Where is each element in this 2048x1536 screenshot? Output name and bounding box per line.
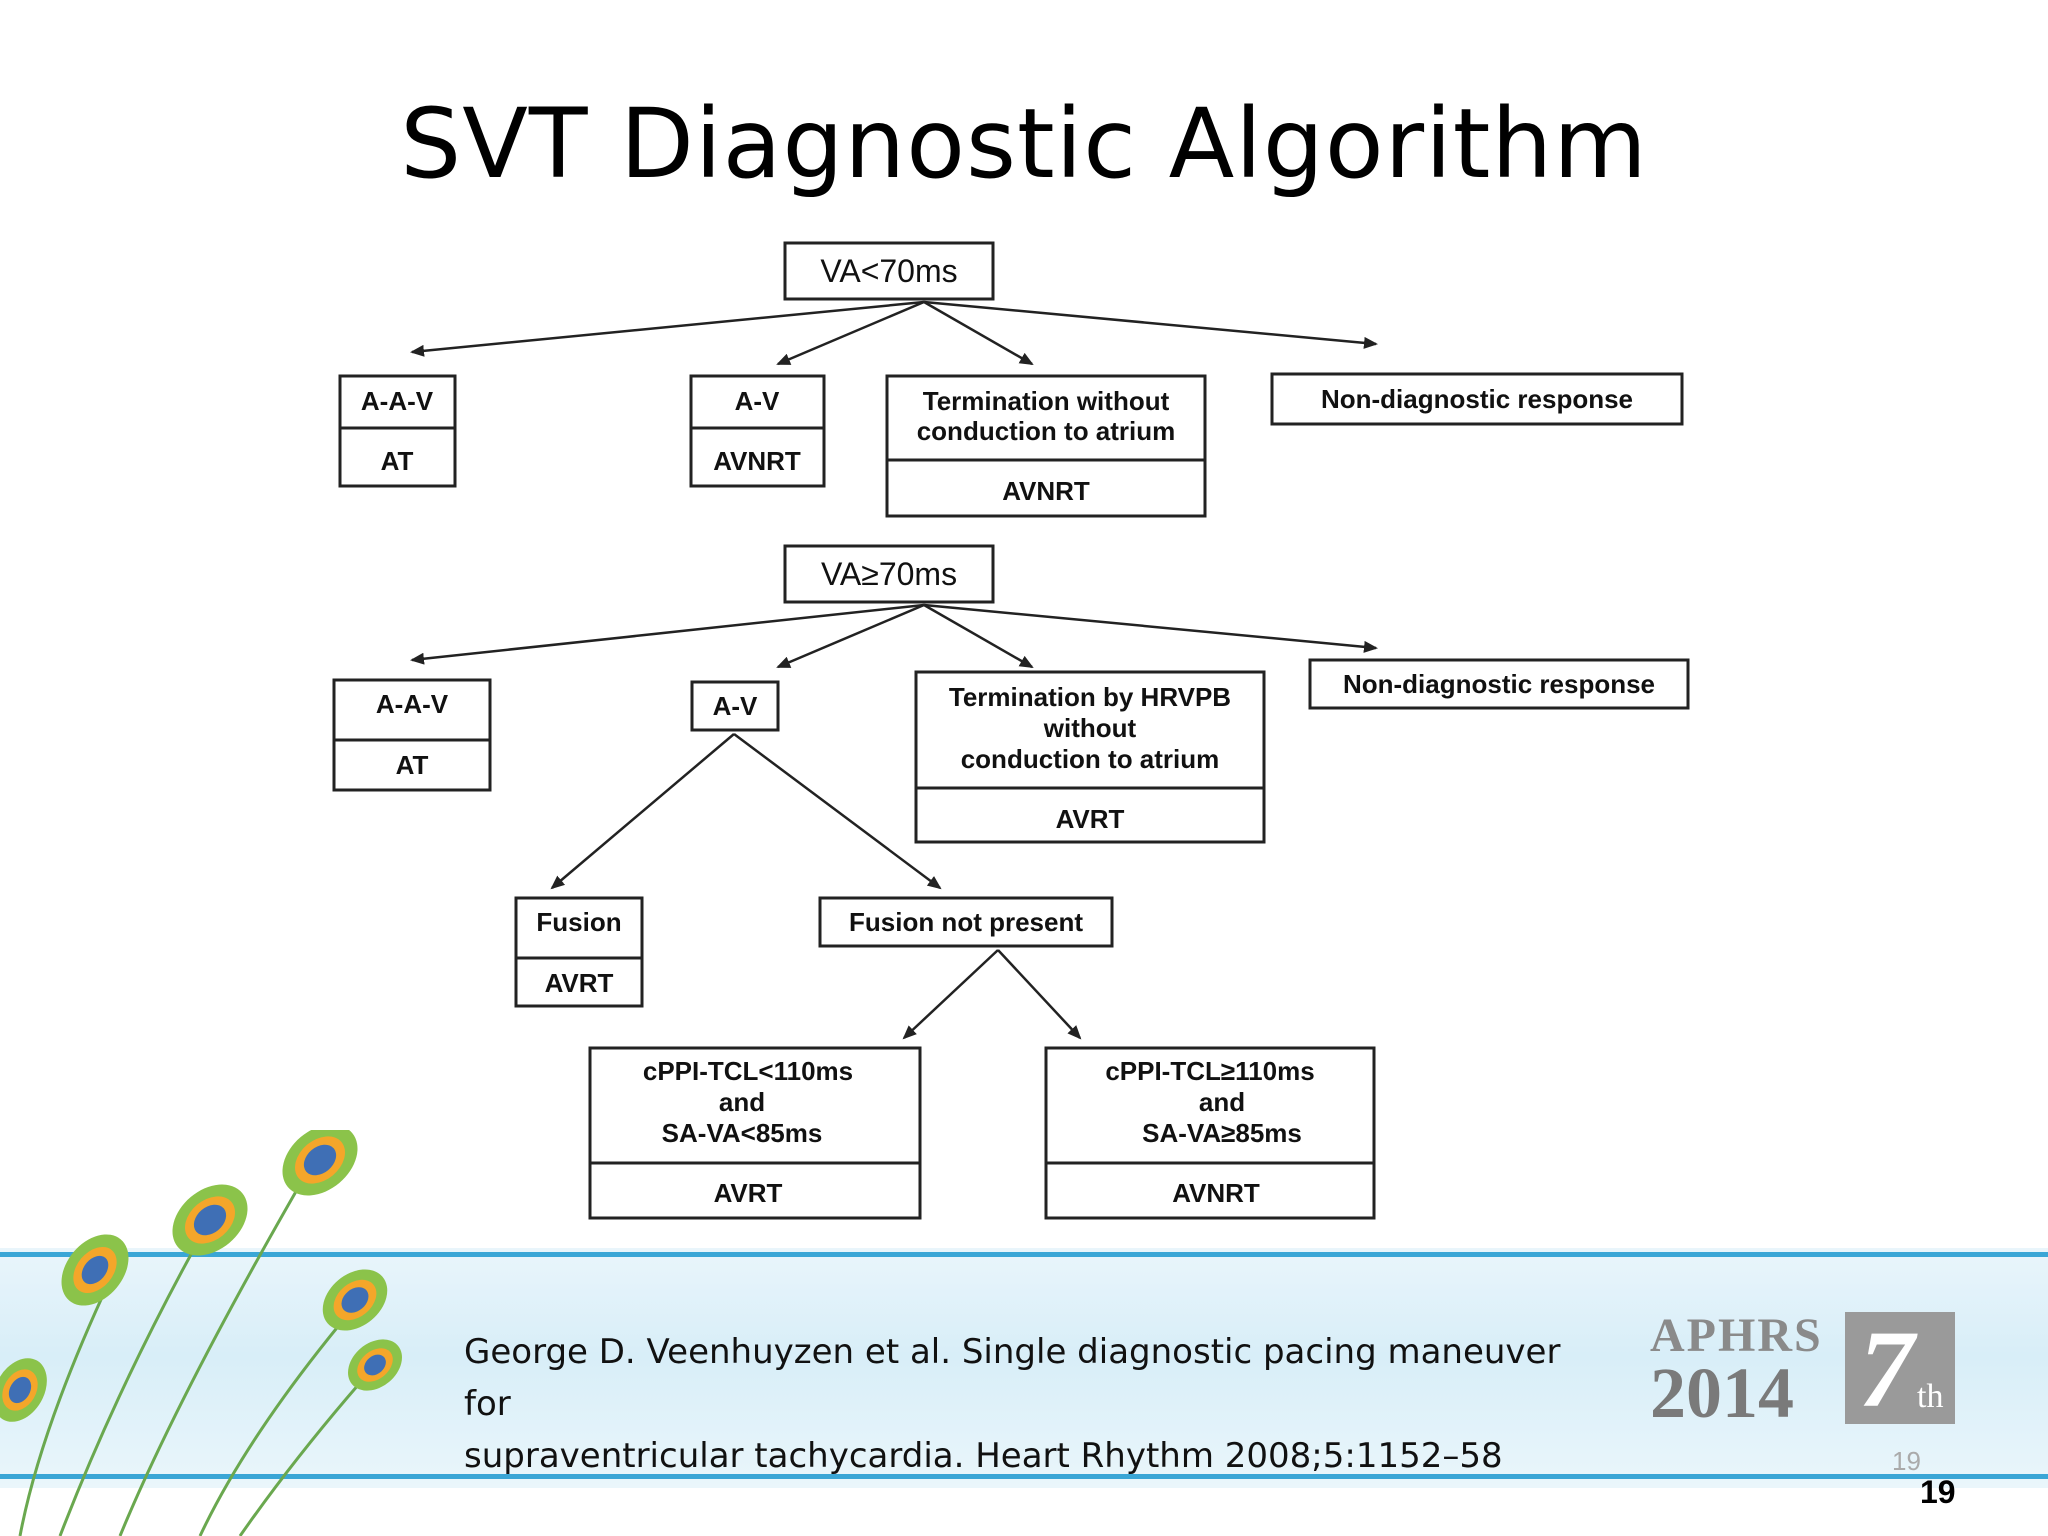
branch1-termination-node: Termination without conduction to atrium… bbox=[885, 374, 1207, 518]
arrow-b1-aav bbox=[410, 300, 925, 357]
logo-edition-box: 7 th bbox=[1845, 1308, 1955, 1430]
cppi-low-line2: and bbox=[719, 1087, 765, 1117]
branch1-aav-node: A-A-V AT bbox=[338, 374, 457, 488]
citation: George D. Veenhuyzen et al. Single diagn… bbox=[464, 1326, 1564, 1482]
branch1-root-label: VA<70ms bbox=[820, 253, 957, 289]
branch2-term-line2: without bbox=[1043, 713, 1137, 743]
branch2-nondiagnostic-node: Non-diagnostic response bbox=[1308, 658, 1690, 710]
cppi-high-line1: cPPI-TCL≥110ms bbox=[1105, 1056, 1314, 1086]
arrow-b2-term bbox=[923, 603, 1034, 669]
arrow-fnp-cppi-low bbox=[902, 949, 999, 1040]
fusion-bottom: AVRT bbox=[545, 968, 614, 998]
fusion-top: Fusion bbox=[536, 907, 621, 937]
cppi-low-line3: SA-VA<85ms bbox=[662, 1118, 823, 1148]
branch1-av-node: A-V AVNRT bbox=[689, 374, 826, 488]
arrow-b2-av bbox=[776, 603, 925, 669]
algorithm-flowchart: VA<70ms A-A-V AT A-V AVNRT Termination w… bbox=[332, 241, 1690, 1220]
branch1-av-bottom: AVNRT bbox=[713, 446, 801, 476]
fusion-not-present-node: Fusion not present bbox=[818, 896, 1114, 948]
branch2-aav-node: A-A-V AT bbox=[332, 678, 492, 792]
branch1-av-top: A-V bbox=[735, 386, 780, 416]
branch1-nondiag-label: Non-diagnostic response bbox=[1321, 384, 1633, 414]
arrow-av-fusion-not bbox=[733, 732, 942, 890]
branch1-aav-bottom: AT bbox=[381, 446, 414, 476]
cppi-low-line1: cPPI-TCL<110ms bbox=[643, 1056, 853, 1086]
citation-line1: George D. Veenhuyzen et al. Single diagn… bbox=[464, 1332, 1561, 1424]
branch2-root-node: VA≥70ms bbox=[783, 544, 995, 604]
cppi-low-bottom: AVRT bbox=[714, 1178, 783, 1208]
fusion-node: Fusion AVRT bbox=[514, 896, 644, 1008]
cppi-high-line2: and bbox=[1199, 1087, 1245, 1117]
branch1-aav-top: A-A-V bbox=[361, 386, 434, 416]
citation-line2: supraventricular tachycardia. Heart Rhyt… bbox=[464, 1436, 1503, 1476]
logo-year: 2014 bbox=[1650, 1353, 1794, 1433]
slide-number-faint: 19 bbox=[1892, 1446, 1921, 1476]
cppi-high-line3: SA-VA≥85ms bbox=[1142, 1118, 1302, 1148]
branch2-nondiag-label: Non-diagnostic response bbox=[1343, 669, 1655, 699]
branch1-term-bottom: AVNRT bbox=[1002, 476, 1090, 506]
peacock-feather-decoration bbox=[0, 1130, 402, 1536]
logo-edition: 7 bbox=[1859, 1308, 1914, 1430]
arrow-b1-term bbox=[923, 300, 1034, 366]
arrow-av-fusion bbox=[550, 733, 735, 890]
branch2-root-label: VA≥70ms bbox=[821, 556, 957, 592]
branch1-root-node: VA<70ms bbox=[783, 241, 995, 301]
branch2-term-bottom: AVRT bbox=[1056, 804, 1125, 834]
cppi-low-node: cPPI-TCL<110ms and SA-VA<85ms AVRT bbox=[588, 1046, 922, 1220]
branch2-av-node: A-V bbox=[690, 680, 780, 732]
branch1-term-line2: conduction to atrium bbox=[917, 416, 1176, 446]
footer-top-line bbox=[0, 1252, 2048, 1257]
branch2-term-line1: Termination by HRVPB bbox=[949, 682, 1231, 712]
arrow-b1-nondiag bbox=[923, 300, 1378, 349]
cppi-high-node: cPPI-TCL≥110ms and SA-VA≥85ms AVNRT bbox=[1044, 1046, 1376, 1220]
fusion-not-label: Fusion not present bbox=[849, 907, 1083, 937]
branch2-termination-node: Termination by HRVPB without conduction … bbox=[914, 670, 1266, 844]
branch2-aav-top: A-A-V bbox=[376, 689, 449, 719]
branch1-nondiagnostic-node: Non-diagnostic response bbox=[1270, 372, 1684, 426]
branch2-av-label: A-V bbox=[713, 691, 758, 721]
arrow-b2-aav bbox=[410, 603, 925, 665]
aphrs-logo: APHRS 2014 7 th bbox=[1650, 1308, 1960, 1433]
logo-edition-suffix: th bbox=[1917, 1378, 1944, 1415]
branch2-term-line3: conduction to atrium bbox=[961, 744, 1220, 774]
arrow-b1-av bbox=[776, 300, 925, 366]
footer-bottom-line bbox=[0, 1474, 2048, 1479]
branch2-aav-bottom: AT bbox=[396, 750, 429, 780]
slide-title: SVT Diagnostic Algorithm bbox=[400, 88, 1648, 200]
arrow-fnp-cppi-high bbox=[997, 949, 1082, 1040]
arrow-b2-nondiag bbox=[923, 603, 1378, 653]
slide-number: 19 bbox=[1920, 1474, 1956, 1510]
cppi-high-bottom: AVNRT bbox=[1172, 1178, 1260, 1208]
logo-org: APHRS bbox=[1650, 1309, 1823, 1362]
branch1-term-line1: Termination without bbox=[923, 386, 1170, 416]
